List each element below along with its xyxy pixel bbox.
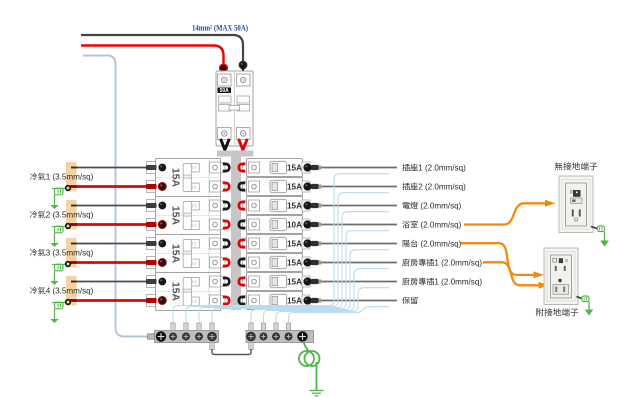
svg-text:15A: 15A	[170, 206, 182, 226]
svg-text:15A: 15A	[287, 277, 302, 287]
svg-text:電燈 (2.0mm/sq): 電燈 (2.0mm/sq)	[402, 201, 462, 212]
svg-text:廚房專插1 (2.0mm/sq): 廚房專插1 (2.0mm/sq)	[402, 277, 482, 288]
svg-text:15A: 15A	[287, 258, 302, 268]
svg-text:14mm² (MAX 50A): 14mm² (MAX 50A)	[192, 24, 248, 33]
svg-text:浴室 (2.0mm/sq): 浴室 (2.0mm/sq)	[402, 220, 462, 231]
svg-text:插座2 (2.0mm/sq): 插座2 (2.0mm/sq)	[402, 182, 466, 193]
svg-text:冷氣2 (3.5mm/sq): 冷氣2 (3.5mm/sq)	[30, 210, 94, 221]
svg-text:冷氣3 (3.5mm/sq): 冷氣3 (3.5mm/sq)	[30, 248, 94, 259]
svg-text:15A: 15A	[287, 201, 302, 211]
svg-text:15A: 15A	[287, 239, 302, 249]
svg-text:插座1 (2.0mm/sq): 插座1 (2.0mm/sq)	[402, 163, 466, 174]
svg-text:15A: 15A	[287, 163, 302, 173]
svg-text:15A: 15A	[170, 282, 182, 302]
svg-text:15A: 15A	[287, 296, 302, 306]
svg-text:廚房專插1 (2.0mm/sq): 廚房專插1 (2.0mm/sq)	[402, 258, 482, 269]
svg-text:15A: 15A	[287, 182, 302, 192]
svg-text:附接地端子: 附接地端子	[535, 306, 579, 319]
svg-text:保留: 保留	[402, 296, 418, 307]
svg-text:15A: 15A	[170, 168, 182, 188]
svg-text:冷氣1 (3.5mm/sq): 冷氣1 (3.5mm/sq)	[30, 172, 94, 183]
svg-text:50A: 50A	[220, 88, 230, 94]
svg-text:10A: 10A	[287, 220, 302, 230]
svg-text:15A: 15A	[170, 244, 182, 264]
svg-text:冷氣4 (3.5mm/sq): 冷氣4 (3.5mm/sq)	[30, 286, 94, 297]
svg-text:無接地端子: 無接地端子	[554, 160, 598, 173]
svg-text:陽台 (2.0mm/sq): 陽台 (2.0mm/sq)	[402, 239, 462, 250]
